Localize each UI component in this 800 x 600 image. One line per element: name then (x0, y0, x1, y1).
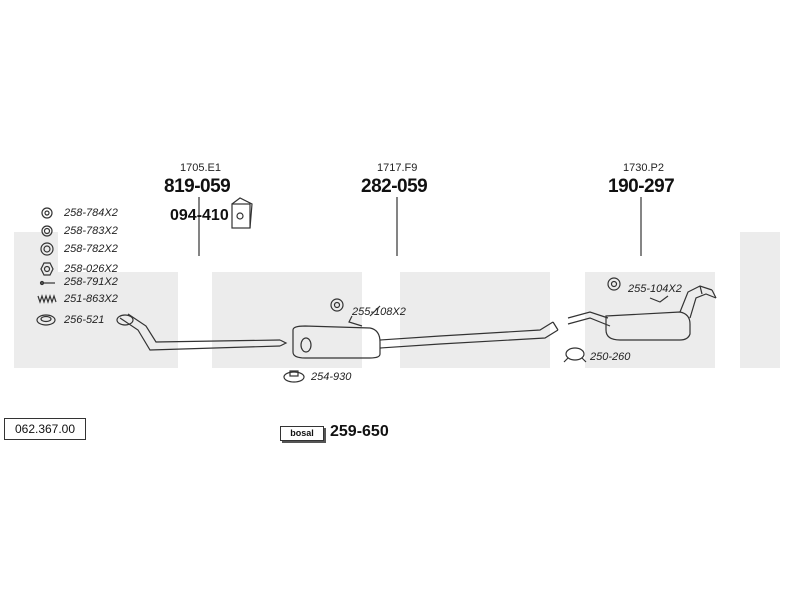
watermark-block (212, 272, 362, 368)
oe-code-rear-silencer: 1730.P2 (623, 162, 664, 174)
watermark-block (58, 272, 178, 368)
fitting-label[interactable]: 251-863X2 (64, 293, 118, 305)
rear-silencer-icon (567, 285, 717, 341)
nut-icon (40, 262, 54, 276)
fitting-label[interactable]: 258-791X2 (64, 276, 118, 288)
part-number-rear-silencer[interactable]: 190-297 (608, 176, 675, 197)
watermark-block (585, 272, 715, 368)
leader-line (369, 305, 381, 317)
clamp-label[interactable]: 254-930 (311, 371, 352, 383)
fitting-label[interactable]: 258-026X2 (64, 263, 118, 275)
oe-code-front-pipe: 1705.E1 (180, 162, 221, 174)
part-number-front-pipe[interactable]: 819-059 (164, 176, 231, 197)
watermark-block (400, 272, 550, 368)
center-silencer-icon (292, 321, 559, 359)
ring-icon (36, 314, 56, 326)
watermark-block (740, 232, 780, 368)
spring-icon (37, 294, 57, 304)
gasket-icon (41, 207, 53, 219)
bolt-icon (39, 280, 55, 286)
part-number-bracket[interactable]: 094-410 (170, 207, 229, 224)
fitting-label[interactable]: 258-782X2 (64, 243, 118, 255)
bosal-kit-icon: bosal (280, 426, 324, 441)
fitting-label-center[interactable]: 255-108X2 (352, 306, 406, 318)
fitting-label-rear[interactable]: 255-104X2 (628, 283, 682, 295)
oe-code-center-silencer: 1717.F9 (377, 162, 418, 174)
hanger-hook-icon (649, 295, 669, 303)
watermark-block (14, 232, 58, 368)
gasket-icon (40, 242, 54, 256)
fitting-label[interactable]: 258-784X2 (64, 207, 118, 219)
fitting-label[interactable]: 258-783X2 (64, 225, 118, 237)
front-pipe-icon (116, 313, 288, 351)
fitting-label[interactable]: 256-521 (64, 314, 105, 326)
hanger-label[interactable]: 250-260 (590, 351, 631, 363)
clamp-icon (283, 370, 305, 383)
hanger-hook-icon (348, 315, 363, 327)
part-number-mounting-kit[interactable]: 259-650 (330, 423, 389, 440)
rubber-mount-icon (330, 298, 344, 312)
gasket-icon (41, 225, 53, 237)
hanger-icon (563, 347, 587, 363)
reference-number: 062.367.00 (4, 418, 86, 440)
bracket-icon (231, 197, 253, 229)
part-number-center-silencer[interactable]: 282-059 (361, 176, 428, 197)
rubber-mount-icon (607, 277, 621, 291)
